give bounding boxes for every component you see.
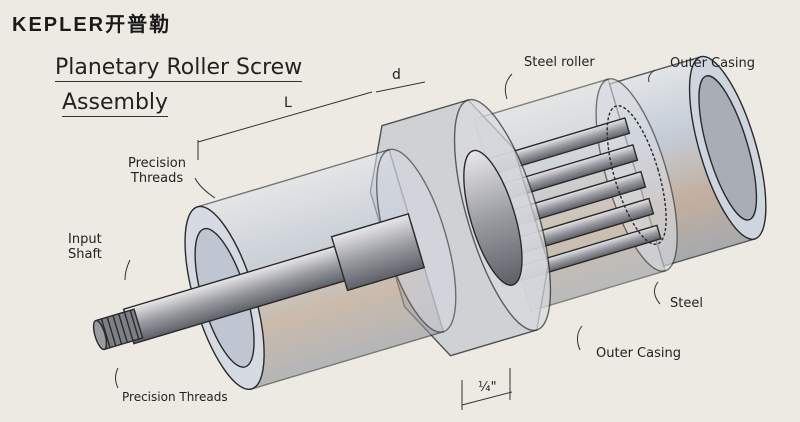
label-precision-threads-bottom: Precision Threads xyxy=(122,390,228,404)
input-shaft xyxy=(92,213,426,351)
label-steel: Steel xyxy=(670,296,703,311)
title-line-1: Planetary Roller Screw xyxy=(55,55,303,82)
dimension-L: L xyxy=(284,95,292,111)
dimension-lines xyxy=(115,69,661,410)
dimension-d: d xyxy=(392,67,401,83)
title-line-2: Assembly xyxy=(62,90,169,117)
label-outer-casing-bottom: Outer Casing xyxy=(596,346,681,361)
assembly xyxy=(92,55,767,391)
hex-nut xyxy=(369,98,552,357)
label-input-shaft: Input Shaft xyxy=(68,232,102,262)
label-outer-casing-top: Outer Casing xyxy=(670,56,755,71)
brand-logo: KEPLER开普勒 xyxy=(12,14,172,36)
dimension-quarter-inch: ¼" xyxy=(478,380,497,395)
label-steel-roller: Steel roller xyxy=(524,55,595,70)
outer-casing-right xyxy=(608,55,767,267)
label-precision-threads-top: Precision Threads xyxy=(128,156,187,186)
